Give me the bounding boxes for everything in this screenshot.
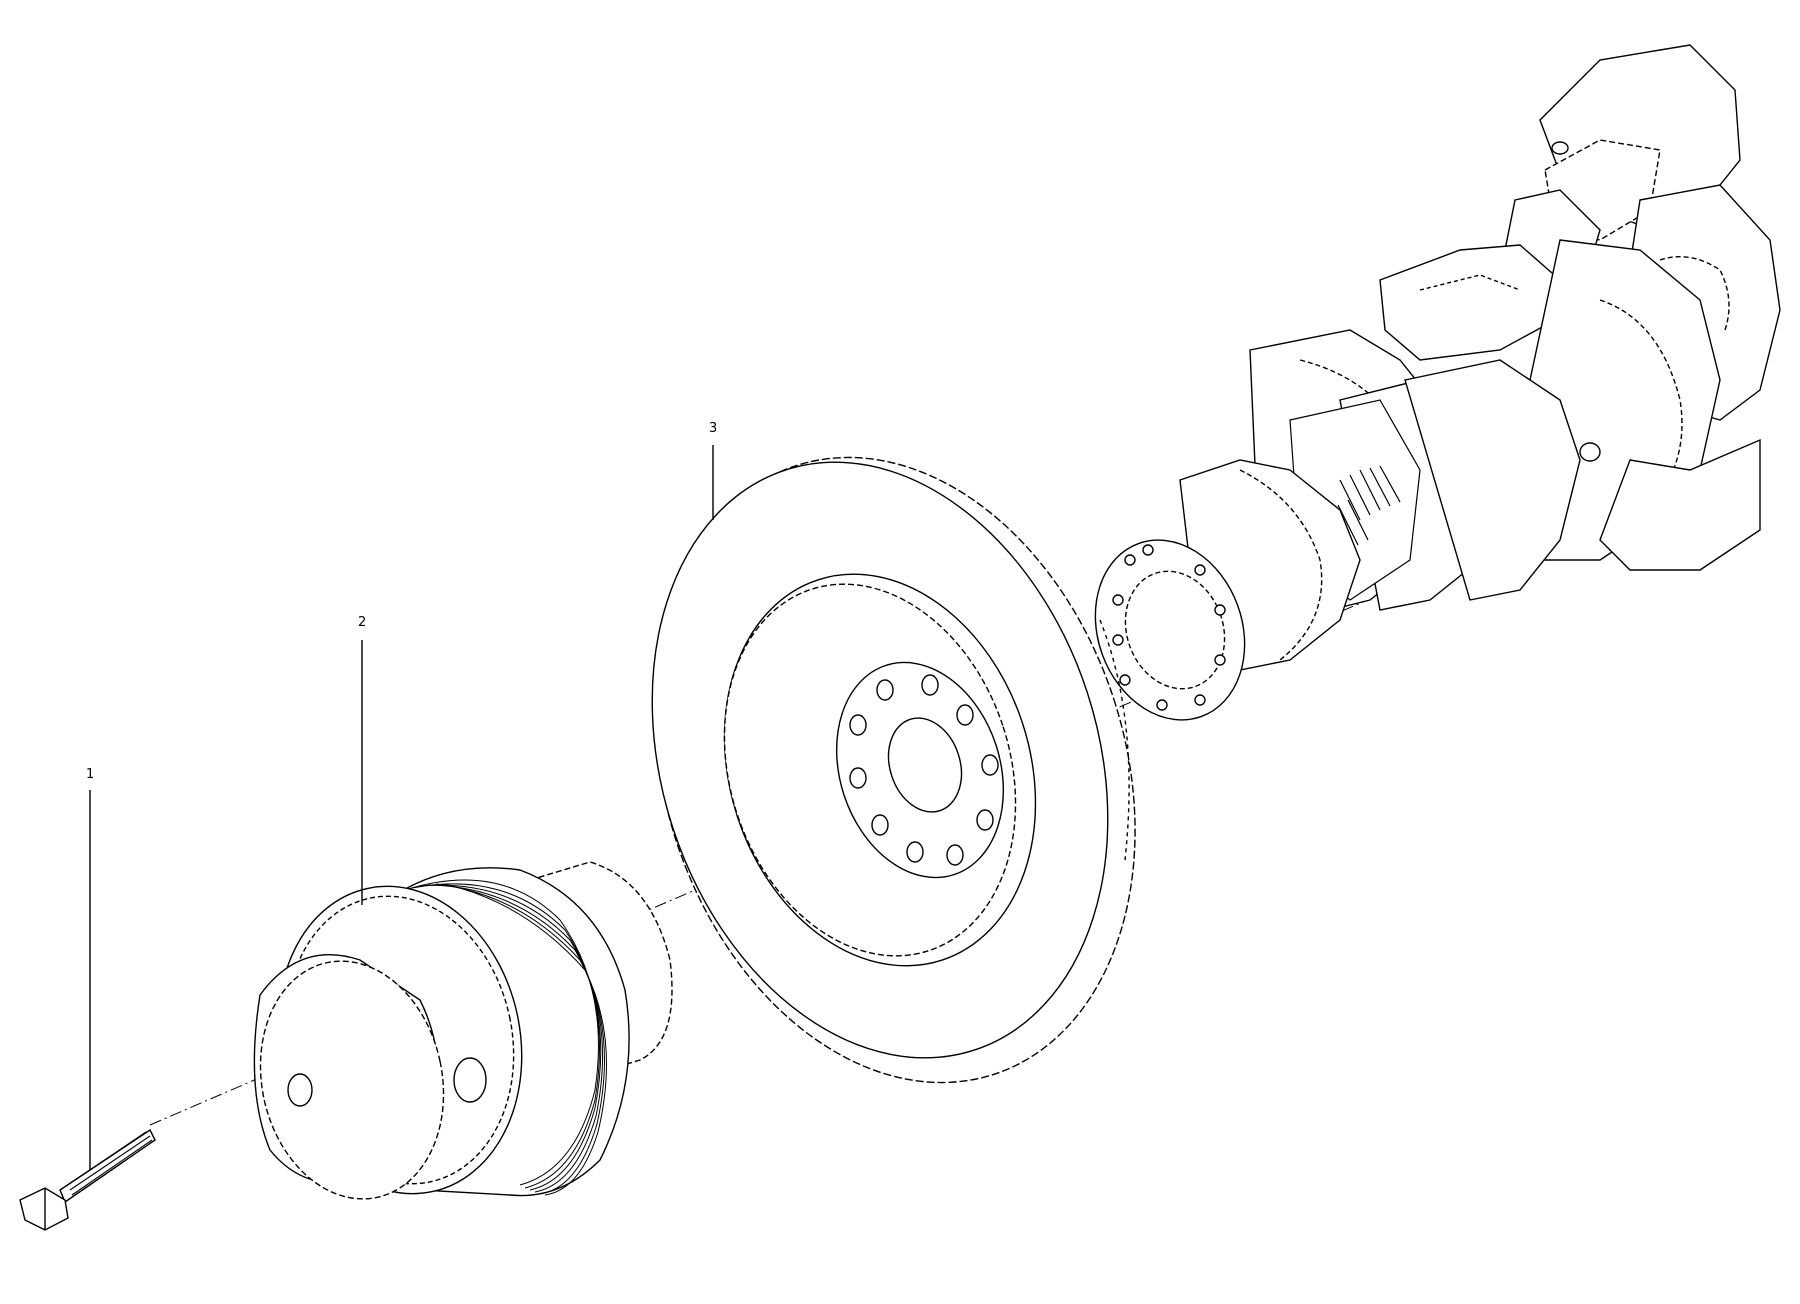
bolt — [19, 1128, 156, 1231]
pulley-grooves — [404, 879, 607, 1196]
damper-bolt-holes — [849, 674, 999, 866]
callout-label-1: 1 — [86, 767, 94, 782]
callout-label-3: 3 — [709, 421, 717, 436]
vibration-damper — [651, 456, 1136, 1084]
crankshaft — [1094, 44, 1781, 721]
crankshaft-flange — [1094, 539, 1246, 721]
callout-label-2: 2 — [358, 615, 366, 630]
callout-leaders — [89, 445, 714, 1170]
pulley — [253, 861, 673, 1200]
bolt-threads — [65, 1131, 153, 1196]
